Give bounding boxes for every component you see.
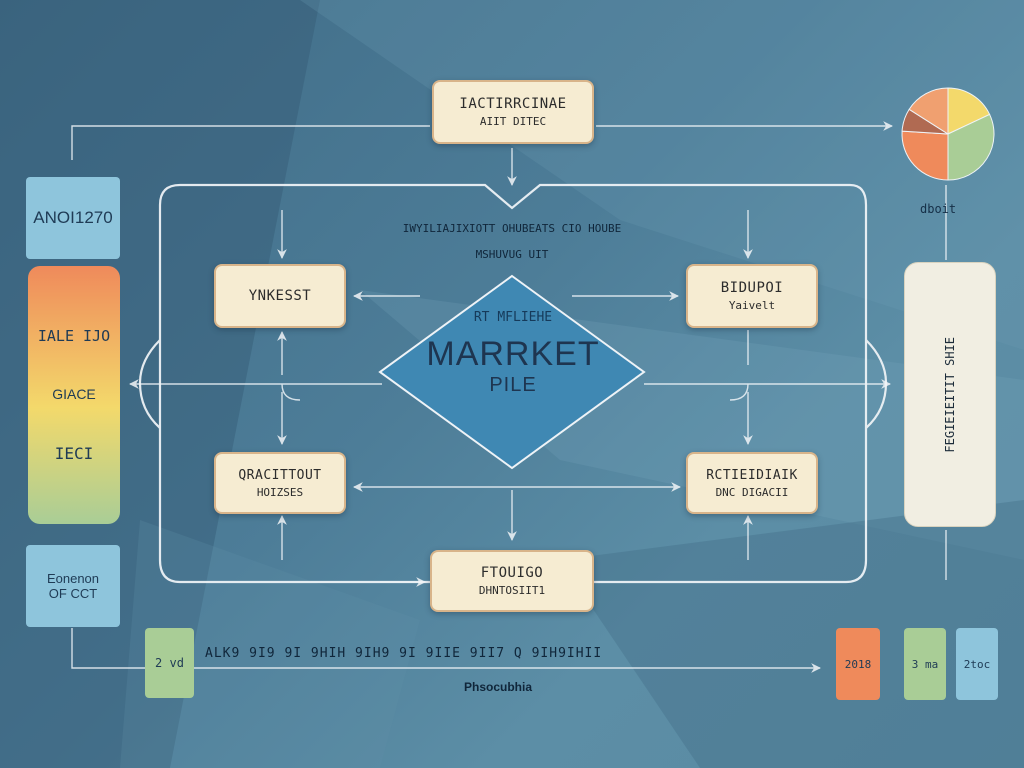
left-bottom-tile-line2: OF CCT	[48, 586, 98, 601]
left-bottom-tile-line1: Eonenon	[46, 571, 100, 586]
box-top-right-subtitle: Yaivelt	[728, 299, 776, 312]
diamond-small-label: RT MFLIEHE	[473, 310, 553, 325]
box-bottom-center-title: FTOUIGO	[480, 565, 544, 581]
box-bottom-right-subtitle: DNC DIGACII	[715, 485, 789, 499]
center-caption-line1: IWYILIAJIXIOTT OHUBEATS CIO HOUBE	[402, 222, 622, 235]
pie-slice-yellow	[947, 87, 991, 135]
box-bottom-center[interactable]: FTOUIGO DHNTOSIIT1	[430, 550, 594, 612]
right-panel-label: FEGIEIEITIT SHIE	[943, 336, 957, 453]
left-bar-label-1: IALE IJO	[37, 326, 111, 345]
pie-chart	[901, 87, 995, 181]
bottom-left-tile-label: 2 vd	[155, 656, 184, 670]
diamond-subtitle: PILE	[489, 374, 537, 396]
bottom-right-tile-label: 3 ma	[911, 657, 939, 671]
diamond-title: MARRKET	[426, 335, 600, 373]
diamond-label: RT MFLIEHE MARRKET PILE	[382, 310, 644, 397]
box-top-right-title: BIDUPOI	[720, 280, 784, 296]
left-bottom-tile[interactable]: Eonenon OF CCT	[26, 545, 120, 627]
pie-slice-green	[947, 113, 995, 181]
top-box-subtitle: AIIT DITEC	[479, 115, 547, 128]
bottom-text: ALK9 9I9 9I 9HIH 9IH9 9I 9IIE 9II7 Q 9IH…	[205, 646, 603, 661]
bottom-right-tile-label: 2018	[844, 657, 872, 671]
top-box-title: IACTIRRCINAE	[459, 96, 567, 112]
bottom-right-tile-3[interactable]: 2toc	[956, 628, 998, 700]
box-top-left[interactable]: YNKESST	[214, 264, 346, 328]
top-box[interactable]: IACTIRRCINAE AIIT DITEC	[432, 80, 594, 144]
left-gradient-bar[interactable]: IALE IJO GIACE IECI	[28, 266, 120, 524]
box-bottom-left-subtitle: HOIZSES	[256, 485, 304, 499]
bottom-right-tile-2[interactable]: 3 ma	[904, 628, 946, 700]
pie-label: dboit	[920, 202, 957, 216]
pie-slice-orange	[901, 130, 949, 181]
box-bottom-right-title: RCTIEIDIAIK	[706, 467, 798, 483]
box-top-left-title: YNKESST	[248, 288, 312, 304]
right-panel[interactable]: FEGIEIEITIT SHIE	[904, 262, 996, 527]
left-bar-label-3: IECI	[54, 444, 94, 464]
bottom-right-tile-1[interactable]: 2018	[836, 628, 880, 700]
box-bottom-left[interactable]: QRACITTOUT HOIZSES	[214, 452, 346, 514]
pie-slice-peach	[908, 87, 949, 135]
left-bar-label-2: GIACE	[52, 386, 96, 403]
center-caption-line2: MSHUVUG UIT	[475, 248, 549, 261]
box-bottom-center-subtitle: DHNTOSIIT1	[478, 584, 546, 597]
bottom-caption: Phsocubhia	[464, 680, 533, 694]
box-bottom-left-title: QRACITTOUT	[238, 467, 322, 483]
bottom-left-tile[interactable]: 2 vd	[145, 628, 194, 698]
left-top-tile[interactable]: ANOI1270	[26, 177, 120, 259]
left-top-tile-label: ANOI1270	[33, 208, 113, 227]
box-top-right[interactable]: BIDUPOI Yaivelt	[686, 264, 818, 328]
center-diamond	[378, 274, 646, 470]
box-bottom-right[interactable]: RCTIEIDIAIK DNC DIGACII	[686, 452, 818, 514]
bottom-right-tile-label: 2toc	[963, 657, 991, 671]
